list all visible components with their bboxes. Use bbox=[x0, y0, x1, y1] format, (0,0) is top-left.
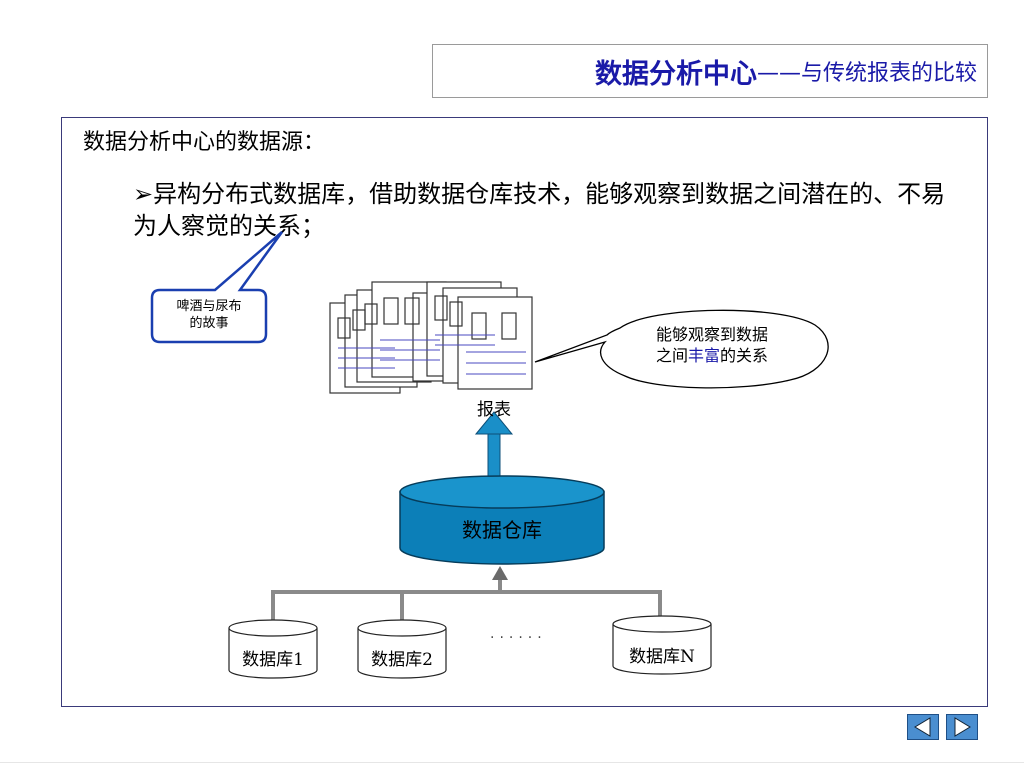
bullet-marker: ➢ bbox=[133, 180, 154, 208]
bullet-point: ➢异构分布式数据库，借助数据仓库技术，能够观察到数据之间潜在的、不易为人察觉的关… bbox=[133, 178, 953, 242]
database-label-2: 数据库2 bbox=[371, 650, 433, 670]
callout-right-post: 的关系 bbox=[720, 346, 769, 365]
callout-right-line1: 能够观察到数据 bbox=[655, 325, 768, 344]
callout-right-pre: 之间 bbox=[655, 346, 688, 365]
next-slide-button[interactable] bbox=[946, 714, 978, 740]
title-box: 数据分析中心——与传统报表的比较 bbox=[432, 44, 988, 98]
warehouse-cylinder bbox=[399, 475, 605, 565]
report-page-lines bbox=[338, 334, 526, 375]
callout-left-line1: 啤酒与尿布 bbox=[176, 299, 242, 314]
warehouse-label: 数据仓库 bbox=[462, 518, 542, 542]
section-heading: 数据分析中心的数据源： bbox=[83, 130, 326, 155]
callout-rich-relations: 能够观察到数据 之间丰富的关系 bbox=[612, 324, 812, 366]
previous-slide-button[interactable] bbox=[907, 714, 939, 740]
callout-right-line2: 之间丰富的关系 bbox=[612, 345, 812, 366]
ellipsis: ······ bbox=[490, 630, 547, 646]
database-label-1: 数据库1 bbox=[242, 650, 304, 670]
callout-right-highlight: 丰富 bbox=[687, 346, 720, 365]
callout-left-shape bbox=[150, 231, 284, 344]
callout-beer-diapers: 啤酒与尿布 的故事 bbox=[153, 298, 265, 332]
bullet-text: 异构分布式数据库，借助数据仓库技术，能够观察到数据之间潜在的、不易为人察觉的关系… bbox=[133, 180, 946, 240]
triangle-right-icon bbox=[954, 717, 971, 737]
bottom-divider bbox=[0, 762, 1024, 763]
connector-lines bbox=[271, 578, 662, 622]
callout-right-shape bbox=[534, 309, 829, 389]
connector-arrowhead bbox=[492, 566, 508, 580]
report-page-details bbox=[337, 295, 517, 340]
content-frame bbox=[61, 117, 988, 707]
title-main: 数据分析中心 bbox=[594, 58, 757, 90]
triangle-left-icon bbox=[914, 717, 931, 737]
database-label-n: 数据库N bbox=[629, 647, 695, 667]
database-cylinders bbox=[228, 615, 712, 679]
callout-left-line2: 的故事 bbox=[189, 316, 229, 331]
title-subtitle: ——与传统报表的比较 bbox=[756, 61, 977, 86]
reports-label: 报表 bbox=[477, 400, 511, 420]
